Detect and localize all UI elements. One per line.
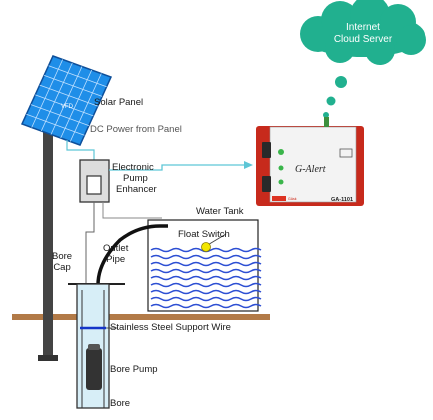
support-wire-label: Stainless Steel Support Wire [110,322,231,333]
signal-arrowhead [244,161,253,169]
device-brand: G-Alert [295,164,326,175]
float-switch [201,242,211,252]
pump-enhancer-label-line1: Electronic [112,162,154,173]
outlet-pipe-label-line1: Outlet [103,243,129,254]
water-tank-label: Water Tank [196,206,244,217]
device-sticker: GAsk [288,197,297,201]
bore-pump-top [88,344,100,350]
pump-enhancer-window [86,175,102,195]
cloud-dot-large [335,76,347,88]
bore-cap-label-line2: Cap [53,262,71,273]
pump-enhancer-label: Electronic Pump Enhancer [112,162,157,195]
pump-enhancer-label-line2: Pump [123,173,148,184]
device-model: GA-1101 [331,197,353,203]
tank-water [150,247,262,309]
power-wire [85,202,95,330]
solar-panel-grid [26,59,107,142]
outlet-pipe-label: Outlet Pipe [103,243,128,265]
ground-line [12,314,270,320]
solar-panel-label: Solar Panel [94,97,144,108]
cloud-label-line1: Internet [346,22,380,33]
galert-device [256,117,364,206]
dc-power-label: DC Power from Panel [90,124,182,135]
cloud-shape [300,0,426,65]
solar-panel-badge: VFD [61,104,74,110]
outlet-pipe [96,224,168,306]
panel-cable [66,140,95,162]
signal-line [109,164,245,171]
outlet-pipe-label-line2: Pipe [106,254,126,265]
enhancer-tank-line [102,202,162,219]
solar-pole [43,103,53,361]
cloud-label-line2: Cloud Server [333,34,393,45]
bore-cap-label-line1: Bore [52,251,73,262]
cloud-dot-medium [326,96,336,106]
cloud-label: Internet Cloud Server [318,22,408,46]
cloud-dot-small [323,112,329,118]
float-switch-label: Float Switch [178,229,230,240]
bore-cap-label: Bore Cap [52,251,72,273]
bore-pump-label: Bore Pump [110,364,158,375]
pump-enhancer-label-line3: Enhancer [116,184,157,195]
bore-label: Bore [110,398,131,409]
bore-pump [86,348,102,390]
pole-base [38,355,58,361]
